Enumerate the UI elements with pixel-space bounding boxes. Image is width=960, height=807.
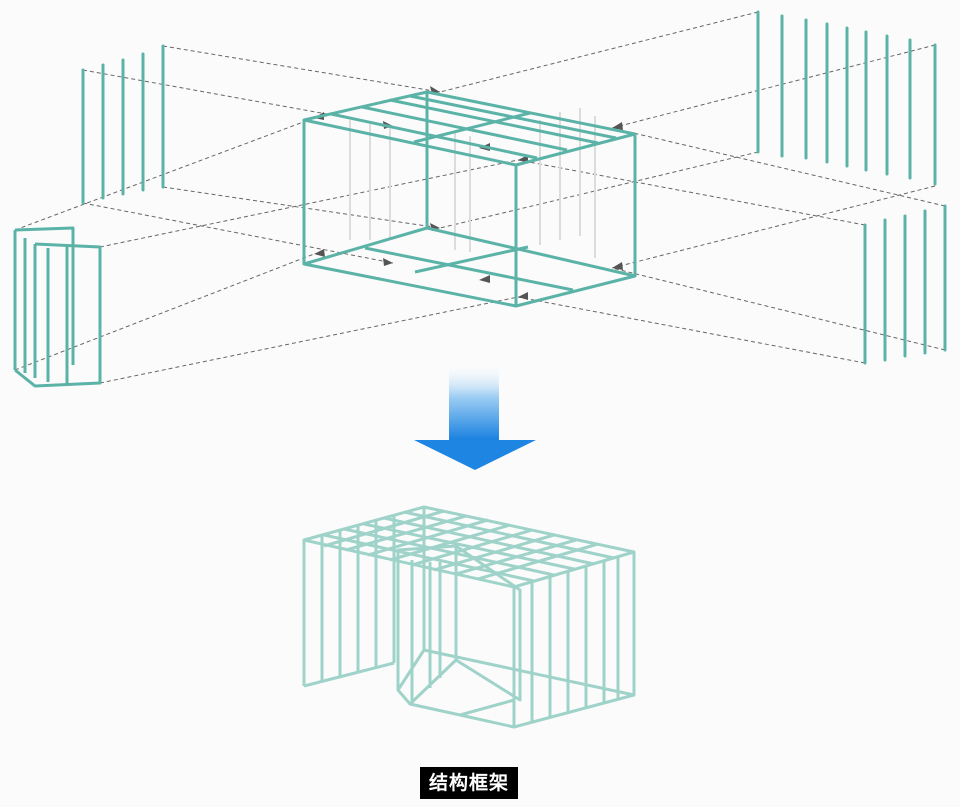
door-module (13, 226, 102, 388)
base-frame-box (302, 90, 637, 308)
projection-guides (14, 11, 946, 384)
left-wall-panel (81, 44, 165, 205)
right-back-wall-panel (756, 10, 937, 186)
diagram-caption: 结构框架 (420, 767, 519, 799)
right-front-wall-panel (863, 204, 947, 365)
assembled-frame (302, 505, 636, 729)
down-arrow (414, 362, 536, 470)
